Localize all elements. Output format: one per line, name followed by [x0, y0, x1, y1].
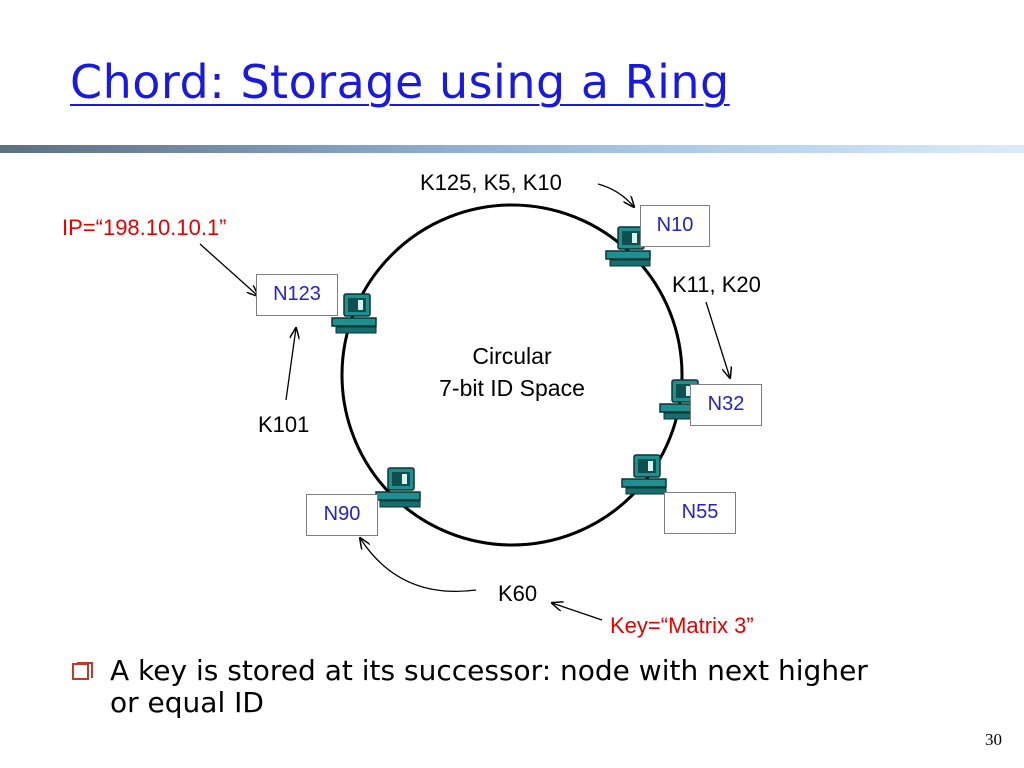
arrow-key-name	[552, 603, 603, 621]
arrow-k101	[285, 328, 296, 401]
arrow-k60	[360, 538, 477, 592]
page-number: 30	[985, 730, 1002, 749]
slide-title: Chord: Storage using a Ring	[70, 55, 730, 109]
node-n55-label: N55	[681, 501, 719, 523]
center-line-2: 7-bit ID Space	[439, 375, 585, 401]
keys-n123: K101	[258, 412, 310, 437]
id-ring	[340, 203, 684, 547]
node-n55: N55	[664, 492, 736, 534]
ring-center-label: Circular 7-bit ID Space	[402, 340, 622, 404]
title-gradient-bar	[0, 145, 1024, 153]
node-n90: N90	[306, 494, 378, 536]
node-n10: N10	[640, 205, 710, 247]
key-name-annotation: Key=“Matrix 3”	[610, 613, 754, 638]
computer-icon-n123	[331, 293, 377, 334]
node-n123-label: N123	[273, 283, 321, 305]
arrow-n32-keys	[705, 301, 730, 378]
node-n123: N123	[256, 274, 338, 316]
keys-n32: K11, K20	[672, 272, 761, 297]
keys-n90: K60	[498, 581, 538, 606]
node-n10-label: N10	[656, 214, 694, 236]
keys-n10: K125, K5, K10	[420, 170, 562, 195]
computer-icon-n55	[621, 454, 667, 495]
checkbox-bullet-icon	[72, 662, 93, 680]
node-n32-label: N32	[707, 393, 745, 415]
arrow-n10-keys	[597, 183, 634, 207]
node-n90-label: N90	[323, 503, 361, 525]
bullet-text: A key is stored at its successor: node w…	[110, 654, 868, 719]
arrow-ip	[199, 243, 258, 296]
center-line-1: Circular	[472, 343, 552, 369]
node-n32: N32	[690, 384, 762, 426]
ip-annotation: IP=“198.10.10.1”	[62, 215, 227, 240]
